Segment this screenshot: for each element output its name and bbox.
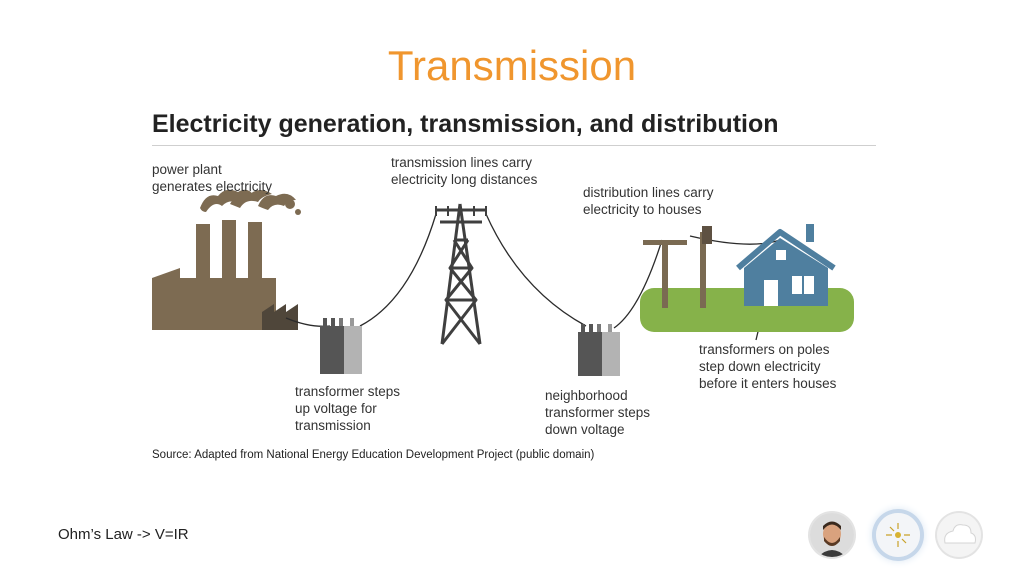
caption-line: transformer steps [545, 405, 651, 420]
caption-distribution-lines: distribution lines carry electricity to … [583, 184, 714, 218]
caption-neighborhood: neighborhood transformer steps down volt… [545, 387, 650, 438]
slide-title: Transmission [387, 42, 637, 89]
caption-line: transformers on poles [699, 342, 830, 357]
caption-line: electricity long distances [391, 172, 538, 187]
person-avatar-icon[interactable] [810, 513, 854, 557]
cloud-avatar-icon[interactable] [937, 513, 981, 557]
caption-line: before it enters houses [699, 376, 837, 391]
caption-line: down voltage [545, 422, 625, 437]
footer-note: Ohm’s Law -> V=IR [58, 526, 189, 543]
speaker-spark-avatar-icon[interactable] [876, 513, 920, 557]
caption-line: up voltage for [295, 401, 377, 416]
caption-line: generates electricity [152, 179, 273, 194]
caption-transmission-lines: transmission lines carry electricity lon… [391, 154, 537, 188]
caption-poles: transformers on poles step down electric… [699, 341, 836, 392]
neighborhood-transformer-icon [578, 324, 620, 376]
transmission-tower-icon [435, 203, 487, 345]
caption-line: transformer steps [295, 384, 401, 399]
caption-line: power plant [152, 162, 222, 177]
power-plant-icon [152, 189, 301, 330]
utility-pole-icon [643, 226, 712, 308]
heading-divider [152, 145, 876, 146]
step-up-transformer-icon [320, 318, 362, 374]
diagram-heading: Electricity generation, transmission, an… [152, 110, 779, 138]
caption-line: neighborhood [545, 388, 628, 403]
caption-power-plant: power plant generates electricity [152, 161, 272, 195]
caption-line: transmission [295, 418, 371, 433]
house-icon [736, 224, 836, 306]
source-credit: Source: Adapted from National Energy Edu… [152, 449, 595, 461]
caption-line: step down electricity [699, 359, 821, 374]
caption-line: transmission lines carry [391, 155, 533, 170]
caption-line: distribution lines carry [583, 185, 714, 200]
caption-line: electricity to houses [583, 202, 702, 217]
caption-step-up: transformer steps up voltage for transmi… [295, 383, 400, 434]
electricity-diagram: Electricity generation, transmission, an… [140, 100, 890, 480]
diagram-illustration [152, 189, 854, 376]
